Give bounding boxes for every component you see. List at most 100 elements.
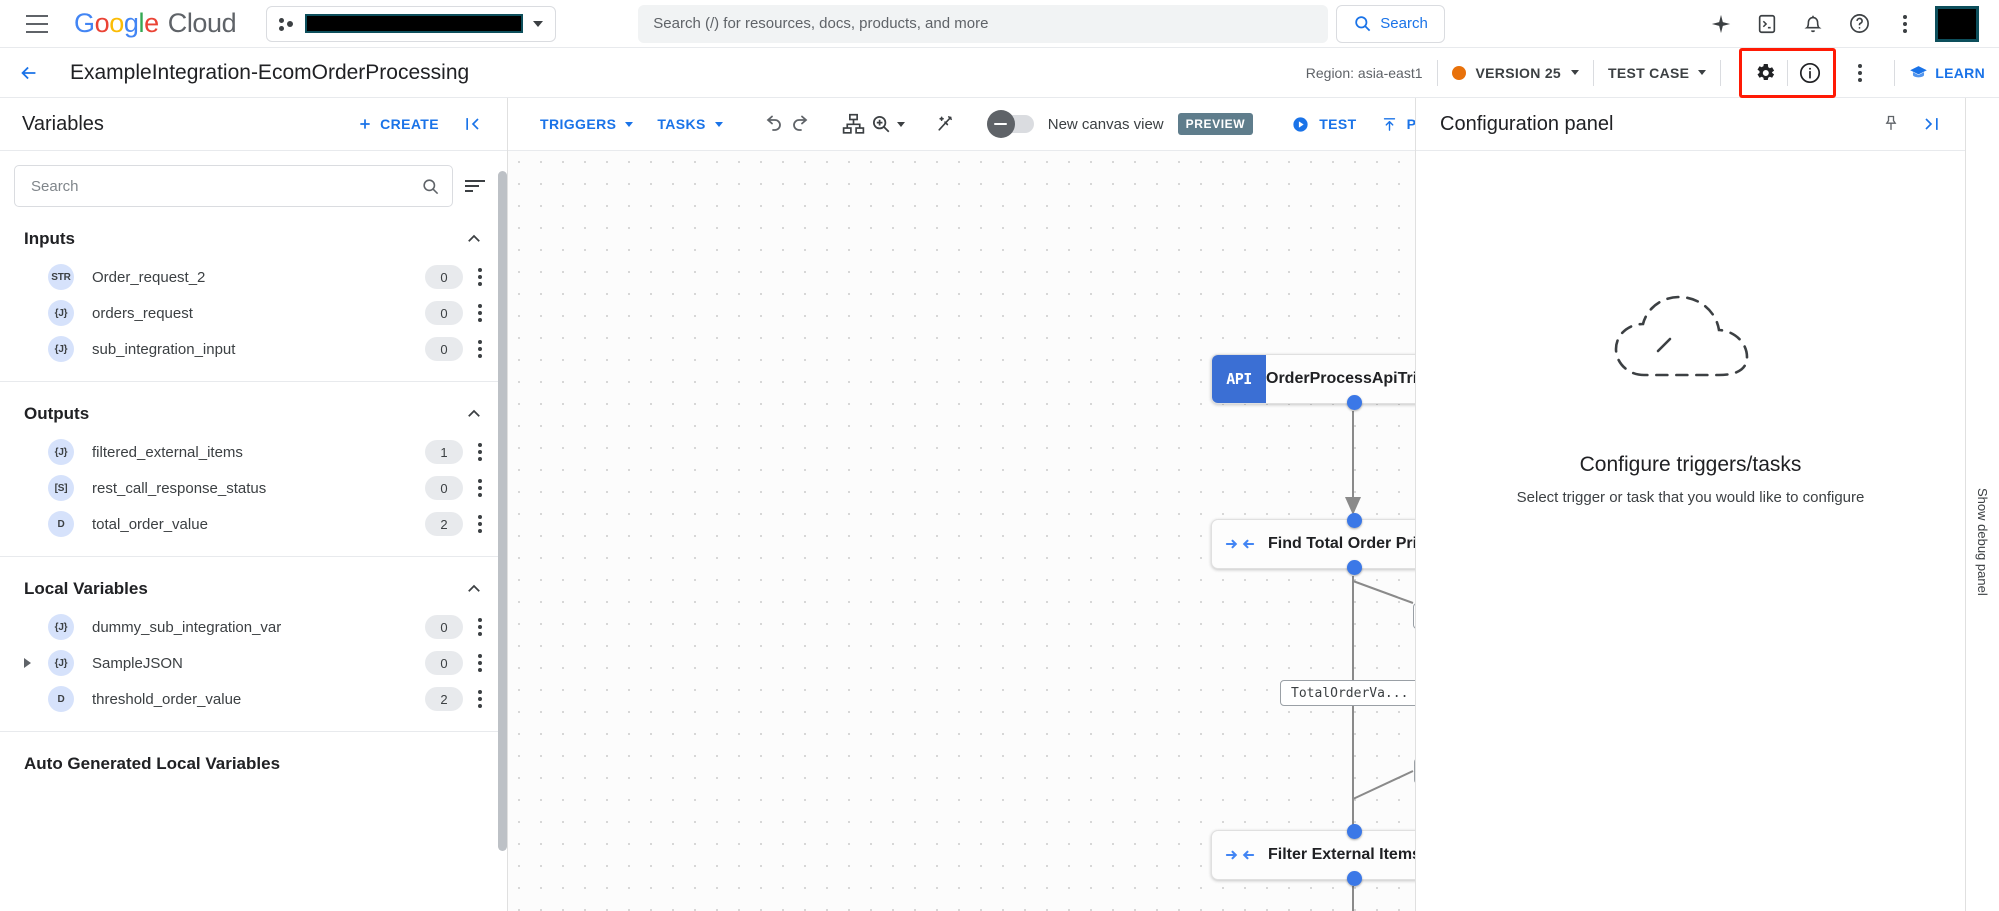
expand-toggle[interactable] [24, 658, 48, 668]
canvas-workspace[interactable]: APIOrderProcessApiTriggerFind Total Orde… [508, 151, 1415, 911]
node-output-port[interactable] [1347, 871, 1362, 886]
gear-icon[interactable] [1745, 53, 1785, 93]
play-circle-icon [1293, 116, 1308, 132]
flow-edge-label[interactable]: TotalOrderVa... [1280, 680, 1415, 706]
region-label: Region: asia-east1 [1305, 64, 1423, 81]
debug-panel-rail[interactable]: Show debug panel [1965, 98, 1999, 911]
flow-node-api-trigger[interactable]: APIOrderProcessApiTrigger [1211, 354, 1415, 410]
variables-section-header[interactable]: Outputs [0, 382, 507, 434]
node-output-port[interactable] [1347, 395, 1362, 410]
learn-button[interactable]: LEARN [1909, 63, 1985, 82]
flow-node-mapping[interactable]: Find Total Order PriceID:1 [1211, 513, 1415, 575]
divider [1593, 59, 1594, 86]
new-canvas-view-toggle[interactable] [986, 110, 1034, 138]
flow-edge-label[interactable]: Proceed if a... [1414, 758, 1415, 784]
tasks-menu-button[interactable]: TASKS [647, 109, 732, 139]
variable-row-kebab-icon[interactable] [469, 479, 491, 497]
variable-row-kebab-icon[interactable] [469, 268, 491, 286]
divider [0, 381, 507, 382]
flow-edge-label[interactable]: TotalOrderVa... [1413, 603, 1415, 629]
chevron-up-icon[interactable] [465, 230, 483, 248]
node-input-port[interactable] [1347, 824, 1362, 839]
global-search-box[interactable] [638, 4, 1329, 43]
create-variable-button[interactable]: CREATE [349, 110, 447, 138]
publish-label: PUBLISH [1406, 116, 1415, 132]
undo-icon[interactable] [761, 104, 785, 144]
variables-search-box[interactable] [14, 165, 453, 207]
topbar-more-options-kebab-icon[interactable] [1885, 4, 1925, 44]
variable-row-kebab-icon[interactable] [469, 304, 491, 322]
topbar-icon-group [1701, 4, 1979, 44]
pin-icon[interactable] [1871, 104, 1911, 144]
publish-button[interactable]: PUBLISH [1371, 109, 1415, 140]
test-button[interactable]: TEST [1281, 108, 1366, 141]
version-selector[interactable]: VERSION 25 [1451, 65, 1579, 81]
subheader-more-options-kebab-icon[interactable] [1840, 53, 1880, 93]
notifications-bell-icon[interactable] [1793, 4, 1833, 44]
cloud-shell-icon[interactable] [1747, 4, 1787, 44]
data-mapping-icon [1212, 533, 1268, 555]
gemini-spark-icon[interactable] [1701, 4, 1741, 44]
main-menu-hamburger-icon[interactable] [14, 1, 60, 47]
variables-section-header[interactable]: Local Variables [0, 557, 507, 609]
divider [0, 731, 507, 732]
variable-row-kebab-icon[interactable] [469, 690, 491, 708]
chevron-up-icon[interactable] [465, 405, 483, 423]
variable-type-badge: D [48, 511, 74, 537]
variable-usage-count: 0 [425, 476, 463, 500]
variables-search-input[interactable] [31, 177, 421, 195]
configuration-panel-title: Configuration panel [1440, 112, 1614, 135]
node-output-port[interactable] [1347, 560, 1362, 575]
expand-configuration-panel-button[interactable] [1911, 104, 1951, 144]
variables-section-header[interactable]: Inputs [0, 207, 507, 259]
variables-section: Local Variables{J}dummy_sub_integration_… [0, 557, 507, 732]
variable-type-badge: {J} [48, 439, 74, 465]
redo-icon[interactable] [789, 104, 813, 144]
variable-usage-count: 0 [425, 615, 463, 639]
variables-section-header[interactable]: Auto Generated Local Variables [0, 732, 507, 784]
variable-row-kebab-icon[interactable] [469, 654, 491, 672]
variables-scrollbar[interactable] [498, 171, 507, 851]
search-button[interactable]: Search [1336, 4, 1445, 43]
chevron-up-icon[interactable] [465, 580, 483, 598]
search-icon [423, 178, 439, 194]
zoom-control-button[interactable] [870, 104, 905, 144]
test-label: TEST [1319, 116, 1357, 132]
project-selector[interactable] [266, 5, 557, 42]
variable-row-kebab-icon[interactable] [469, 340, 491, 358]
flow-node-label: Find Total Order Price [1268, 535, 1415, 552]
collapse-variables-panel-button[interactable] [455, 106, 491, 142]
search-input[interactable] [653, 15, 1314, 32]
show-debug-panel-label[interactable]: Show debug panel [1975, 488, 1990, 596]
variable-name: threshold_order_value [92, 690, 242, 708]
sort-variables-icon[interactable] [465, 173, 491, 199]
variable-row-kebab-icon[interactable] [469, 443, 491, 461]
triggers-menu-button[interactable]: TRIGGERS [530, 109, 643, 139]
graduation-cap-icon [1910, 66, 1928, 78]
account-avatar[interactable] [1935, 5, 1979, 42]
variable-row-kebab-icon[interactable] [469, 515, 491, 533]
help-icon[interactable] [1839, 4, 1879, 44]
chevron-down-icon [625, 121, 634, 127]
info-icon[interactable] [1790, 53, 1830, 93]
test-case-selector[interactable]: TEST CASE [1608, 65, 1707, 81]
node-input-port[interactable] [1347, 513, 1362, 528]
org-chart-layout-icon[interactable] [841, 104, 866, 144]
variable-row-kebab-icon[interactable] [469, 618, 491, 636]
magic-wand-icon[interactable] [933, 104, 956, 144]
back-button[interactable] [10, 54, 48, 92]
create-label: CREATE [380, 116, 439, 132]
editor-body: Variables CREATE [0, 98, 1999, 911]
flow-node-mapping[interactable]: Filter External ItemsID:3 [1211, 824, 1415, 886]
